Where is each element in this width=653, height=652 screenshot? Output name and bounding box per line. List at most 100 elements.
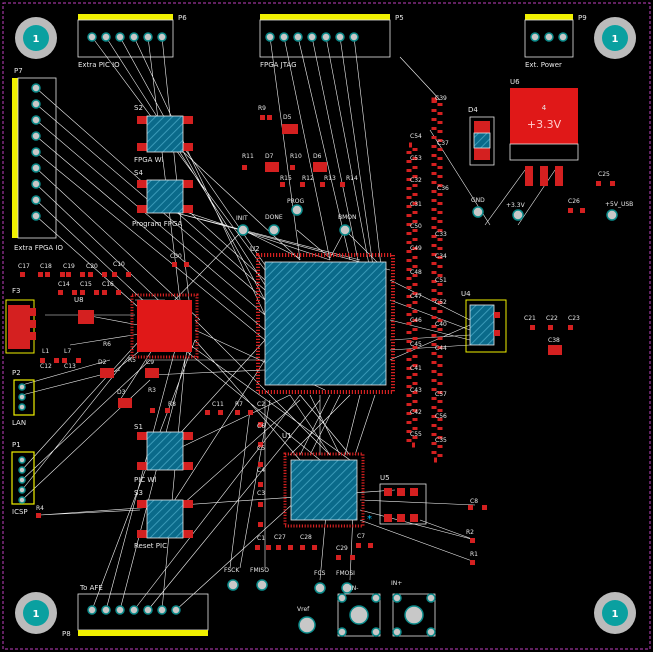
header-label: Extra PIC IO xyxy=(78,61,120,69)
header-label: Extra FPGA IO xyxy=(14,244,63,252)
test-point-fmosi[interactable]: FMOSI xyxy=(336,570,355,594)
mounting-hole-label: 1 xyxy=(33,609,40,620)
refdes-c10: C10 xyxy=(113,261,125,268)
refdes-c1: C1 xyxy=(257,535,265,542)
header-ref: P8 xyxy=(62,630,71,638)
refdes-c7: C7 xyxy=(357,533,365,540)
header-ref: P7 xyxy=(14,67,23,75)
test-point-fsck[interactable]: FSCK xyxy=(224,567,240,591)
test-point-prog[interactable]: PROG xyxy=(287,198,305,216)
refdes-c50: C50 xyxy=(410,223,422,230)
refdes-c45: C45 xyxy=(410,341,422,348)
connector-in-plus[interactable]: IN+ xyxy=(391,580,436,637)
ic-u4[interactable]: U4 xyxy=(461,290,507,353)
ic-u8-mcu[interactable]: U8 xyxy=(74,293,199,359)
refdes-c57: C57 xyxy=(435,391,447,398)
test-point-label: FCS xyxy=(314,570,326,577)
header-ref: P6 xyxy=(178,14,187,22)
header-ref: P9 xyxy=(578,14,587,22)
switch-label: PIC Wl xyxy=(134,476,156,484)
test-point-label: INIT xyxy=(236,215,248,222)
switch-s3[interactable]: S3 Reset PIC xyxy=(134,489,193,550)
ic-ref: U1 xyxy=(282,432,292,440)
ic-u2-fpga[interactable]: U2 xyxy=(250,245,395,394)
header-p5[interactable]: P5 FPGA JTAG xyxy=(259,14,404,69)
test-point-fmiso[interactable]: FMISO xyxy=(250,567,269,591)
mounting-hole-bottom-right[interactable]: 1 xyxy=(594,592,636,634)
refdes-r10: R10 xyxy=(290,153,302,160)
refdes-c42: C42 xyxy=(410,409,422,416)
refdes-c27: C27 xyxy=(274,534,286,541)
ic-u1[interactable]: U1 xyxy=(282,432,365,528)
test-point-bmon[interactable]: BMON xyxy=(338,214,357,236)
mounting-hole-bottom-left[interactable]: 1 xyxy=(15,592,57,634)
test-point-gnd[interactable]: GND xyxy=(471,197,485,218)
header-label: ICSP xyxy=(12,508,28,516)
refdes-c51: C51 xyxy=(435,277,447,284)
diode-d4[interactable]: D4 xyxy=(468,106,495,166)
test-point-vref[interactable]: Vref xyxy=(297,606,316,634)
header-p9[interactable]: P9 Ext. Power xyxy=(524,14,587,69)
switch-s1[interactable]: S1 PIC Wl xyxy=(134,423,193,484)
test-point-3v3[interactable]: +3.3V xyxy=(506,202,526,221)
header-label: LAN xyxy=(12,419,26,427)
refdes-c31: C31 xyxy=(410,201,422,208)
switch-ref: S4 xyxy=(134,169,143,177)
header-p1-icsp[interactable]: P1 ICSP xyxy=(11,441,35,516)
connector-in-minus[interactable]: IN- xyxy=(337,585,381,637)
switch-s4[interactable]: S4 Program FPGA xyxy=(132,169,193,228)
switch-ref: S3 xyxy=(134,489,143,497)
refdes-c39: C39 xyxy=(435,95,447,102)
refdes-d5: D5 xyxy=(283,114,292,121)
refdes-r8: R8 xyxy=(168,401,176,408)
ratsnest-traces xyxy=(21,36,556,611)
refdes-r13: R13 xyxy=(324,175,336,182)
test-point-label: FMISO xyxy=(250,567,269,574)
header-p7[interactable]: P7 Extra FPGA IO xyxy=(12,67,63,252)
header-ref: P1 xyxy=(12,441,21,449)
test-point-init[interactable]: INIT xyxy=(236,215,249,236)
refdes-c49: C49 xyxy=(410,245,422,252)
refdes-c43: C43 xyxy=(410,387,422,394)
refdes-c20: C20 xyxy=(86,263,98,270)
refdes-c28: C28 xyxy=(300,534,312,541)
refdes-r11: R11 xyxy=(242,153,254,160)
refdes-c13: C13 xyxy=(64,363,76,370)
switch-ref: S2 xyxy=(134,104,143,112)
refdes-c30: C30 xyxy=(170,253,182,260)
test-point-fcs[interactable]: FCS xyxy=(314,570,326,594)
refdes-c55: C55 xyxy=(410,431,422,438)
mounting-hole-top-left[interactable]: 1 xyxy=(15,17,57,59)
switch-label: Reset PIC xyxy=(134,542,167,550)
header-p8[interactable]: To AFE P8 xyxy=(62,584,209,638)
connector-label: IN+ xyxy=(391,580,402,587)
refdes-c38: C38 xyxy=(548,337,560,344)
ic-ref: U8 xyxy=(74,296,84,304)
refdes-r2: R2 xyxy=(466,529,474,536)
switch-s2[interactable]: S2 FPGA Wl xyxy=(134,104,193,164)
test-point-label: +5V_USB xyxy=(605,201,633,208)
refdes-c52: C52 xyxy=(435,299,447,306)
refdes-c19: C19 xyxy=(63,263,75,270)
mounting-hole-top-right[interactable]: 1 xyxy=(594,17,636,59)
test-point-label: FMOSI xyxy=(336,570,355,577)
header-label: FPGA JTAG xyxy=(260,61,297,69)
refdes-r6: R6 xyxy=(103,341,111,348)
header-p2-lan[interactable]: P2 LAN xyxy=(12,369,35,427)
switch-label: FPGA Wl xyxy=(134,156,164,164)
refdes-r14: R14 xyxy=(346,175,358,182)
refdes-c36: C36 xyxy=(437,185,449,192)
regulator-u6[interactable]: U6 4 +3.3V xyxy=(509,78,579,186)
header-p6[interactable]: P6 Extra PIC IO xyxy=(77,14,187,69)
regulator-ref: U6 xyxy=(510,78,520,86)
ic-u5[interactable]: U5 xyxy=(379,474,427,525)
mounting-hole-label: 1 xyxy=(612,609,619,620)
connector-f3[interactable]: F3 xyxy=(5,287,36,354)
test-point-label: PROG xyxy=(287,198,305,205)
test-point-5v-usb[interactable]: +5V_USB xyxy=(605,201,633,221)
refdes-c33: C33 xyxy=(435,231,447,238)
refdes-c41: C41 xyxy=(410,365,422,372)
test-point-done[interactable]: DONE xyxy=(265,214,283,236)
refdes-r7: R7 xyxy=(235,401,243,408)
